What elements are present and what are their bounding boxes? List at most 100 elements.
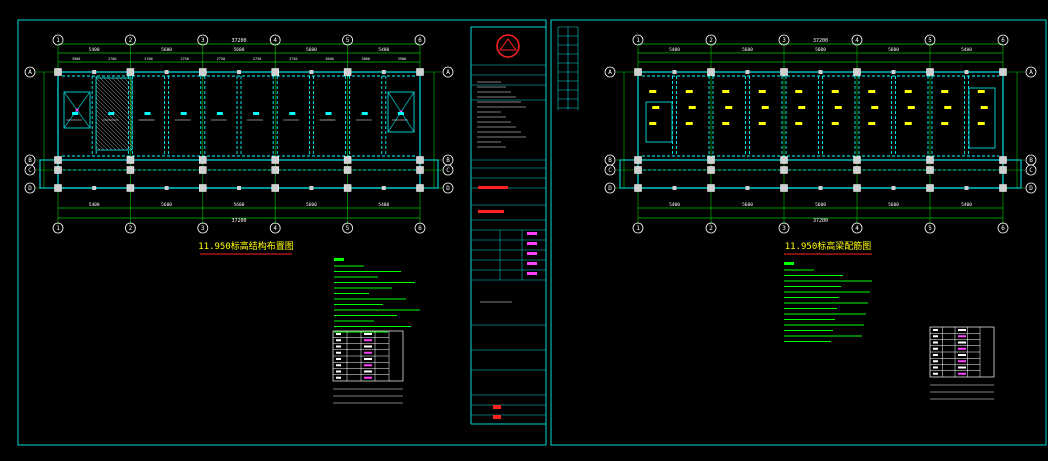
rebar-label: [649, 90, 657, 93]
hatch-line: [95, 129, 117, 151]
secondary-column: [745, 70, 750, 74]
column: [54, 68, 62, 76]
secondary-column: [309, 186, 314, 190]
bottom-span-dim: 5600: [306, 202, 317, 208]
axis-bubble-top: [342, 34, 354, 46]
rebar-label: [868, 90, 876, 93]
table-cell-text: [336, 358, 341, 360]
beam-tag: [361, 112, 368, 115]
column: [343, 166, 352, 174]
secondary-column: [818, 186, 823, 190]
axis-bubble-top-label: 5: [346, 37, 350, 44]
rebar-label: [685, 90, 693, 93]
axis-bubble-top: [778, 34, 790, 46]
rebar-label: [685, 122, 693, 125]
table-cell-text: [933, 347, 938, 350]
bay-dim: 2750: [217, 57, 225, 61]
sheet-no-mark: [493, 405, 501, 409]
rebar-label: [944, 106, 952, 109]
beam-tag: [72, 112, 79, 115]
secondary-column: [782, 70, 786, 74]
bay-dim: 2700: [108, 57, 116, 61]
axis-bubble-top-label: 4: [273, 37, 277, 44]
axis-bubble-right: [1025, 164, 1037, 176]
column: [999, 184, 1007, 192]
axis-bubble-bottom-label: 1: [636, 225, 640, 232]
bottom-span-dim: 5400: [961, 202, 972, 208]
bottom-span-dim: 5600: [888, 202, 899, 208]
bay-dim: 2750: [180, 57, 188, 61]
axis-bubble-right-label: A: [1029, 69, 1033, 76]
axis-bubble-bottom: [197, 222, 209, 234]
rebar-label: [904, 122, 912, 125]
axis-bubble-left-label: A: [28, 69, 32, 76]
rebar-label: [980, 106, 988, 109]
axis-bubble-top: [414, 34, 426, 46]
column: [999, 166, 1007, 174]
revision-strip: [557, 26, 579, 110]
table-cell-text: [933, 341, 938, 344]
bottom-span-dim: 5600: [234, 202, 245, 208]
axis-bubble-left-label: C: [608, 167, 612, 174]
hatch-line: [95, 141, 105, 151]
axis-bubble-left: [24, 164, 36, 176]
hatch-line: [95, 145, 101, 151]
bottom-span-dim: 5600: [815, 202, 826, 208]
table-cell-text: [336, 370, 341, 373]
secondary-column: [309, 70, 314, 74]
secondary-column: [891, 70, 896, 74]
axis-bubble-right-label: C: [1029, 167, 1033, 174]
beam-tag: [253, 112, 260, 115]
hatch-line: [119, 77, 133, 91]
column: [199, 156, 207, 164]
secondary-column: [709, 70, 713, 74]
column: [634, 68, 642, 76]
table-cell-text: [933, 354, 938, 356]
axis-bubble-bottom-label: 3: [782, 225, 786, 232]
axis-bubble-top: [269, 34, 281, 46]
stair-opening: [645, 101, 673, 143]
beam-tag: [108, 112, 115, 115]
secondary-column: [237, 186, 241, 190]
top-span-dim: 5600: [234, 47, 245, 53]
axis-bubble-right-label: C: [446, 167, 450, 174]
column: [853, 166, 861, 174]
left-drawing-title: 11.950标高结构布置图: [198, 240, 294, 252]
shaft-center-mark: [75, 108, 79, 112]
elevator-shaft: [387, 91, 415, 133]
top-span-dim: 5400: [378, 47, 389, 53]
axis-bubble-left: [24, 182, 36, 194]
axis-bubble-top-label: 6: [418, 37, 422, 44]
rebar-label: [871, 106, 879, 109]
axis-bubble-bottom-label: 2: [129, 225, 133, 232]
bottom-span-dim: 5400: [669, 202, 680, 208]
beam-tag: [216, 112, 223, 115]
rebar-label: [722, 122, 730, 125]
table-cell-text: [958, 347, 966, 350]
top-span-dim: 5600: [815, 47, 826, 53]
axis-bubble-left-label: C: [28, 167, 32, 174]
bay-dim: 3900: [72, 57, 80, 61]
secondary-column: [345, 186, 350, 190]
axis-bubble-right: [442, 182, 454, 194]
table-cell-text: [958, 335, 966, 338]
beam-tag: [180, 112, 187, 115]
table-cell-text: [364, 333, 372, 335]
axis-bubble-top-label: 1: [636, 37, 640, 44]
column: [634, 166, 642, 174]
table-cell-text: [364, 364, 372, 367]
hatch-line: [95, 113, 133, 151]
axis-bubble-bottom: [997, 222, 1009, 234]
column: [126, 156, 135, 164]
rebar-label: [977, 90, 985, 93]
top-span-dim: 5600: [888, 47, 899, 53]
rebar-label: [761, 106, 769, 109]
axis-bubble-right: [442, 66, 454, 78]
axis-bubble-bottom-label: 3: [201, 225, 205, 232]
right-drawing-title: 11.950标高梁配筋图: [785, 240, 872, 252]
secondary-column: [273, 70, 278, 74]
secondary-column: [164, 70, 169, 74]
axis-bubble-left-label: D: [28, 185, 32, 192]
